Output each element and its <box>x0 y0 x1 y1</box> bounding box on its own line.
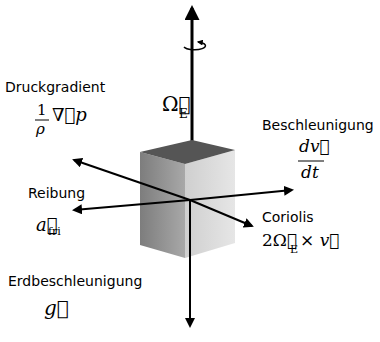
force-name: Beschleunigung <box>262 118 374 132</box>
formula-part: 1 <box>37 103 47 118</box>
subscript: fri <box>48 226 61 237</box>
formula-part: ρ <box>36 122 45 137</box>
gravity-arrow <box>189 200 191 326</box>
cube-top-face <box>140 140 235 164</box>
cube-right-face <box>185 150 235 258</box>
force-name: Reibung <box>28 186 85 200</box>
fraction-bar <box>298 161 324 162</box>
rotation-axis <box>191 8 194 146</box>
rotation-mark <box>184 42 205 50</box>
formula-part: g⃗ <box>44 298 69 318</box>
formula-part: dv⃗ <box>299 138 330 155</box>
force-name: Druckgradient <box>5 80 105 94</box>
coriolis-arrow <box>190 200 252 226</box>
friction-arrow <box>74 200 190 210</box>
formula-part: × v⃗ <box>300 232 339 249</box>
fraction-bar <box>35 120 49 121</box>
subscript: E <box>290 244 298 255</box>
acceleration-arrow <box>190 190 292 200</box>
formula-part: ∇⃗p <box>52 106 87 124</box>
formula-part: dt <box>301 164 319 181</box>
force-name: Erdbeschleunigung <box>8 274 142 288</box>
force-name: Coriolis <box>262 210 314 224</box>
pressure-arrow <box>74 160 190 200</box>
cube-left-face <box>140 152 185 258</box>
subscript: E <box>179 108 188 120</box>
